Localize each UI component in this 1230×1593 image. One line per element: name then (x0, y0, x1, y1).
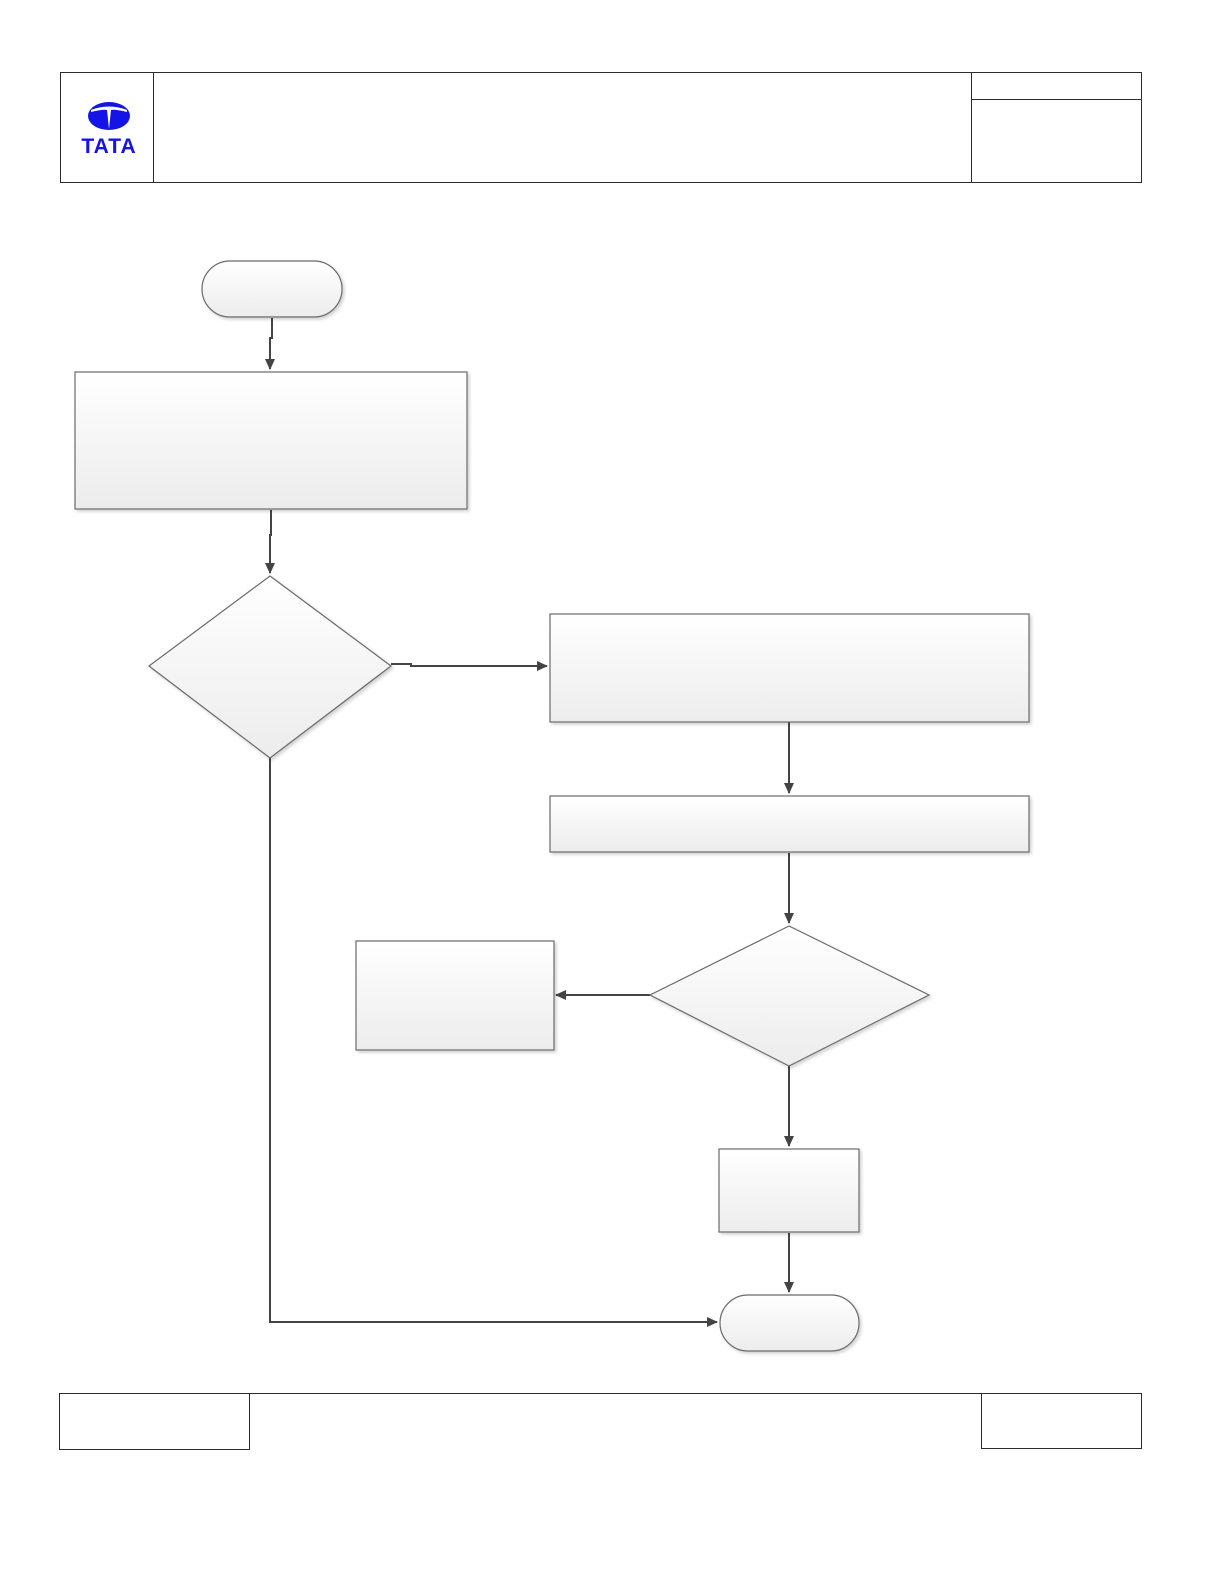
connector-start-to-process1 (265, 318, 275, 370)
process-box-2 (549, 613, 1030, 723)
logo-mark-t (91, 106, 127, 129)
header-right-top-cell (972, 73, 1141, 100)
decision-diamond-2 (648, 925, 931, 1067)
process-box-1 (74, 371, 468, 510)
tata-logo-icon: TATA (81, 102, 136, 157)
footer-divider (250, 1393, 981, 1394)
footer-right-cell (981, 1393, 1142, 1449)
decision-diamond-1 (148, 575, 392, 759)
end-terminator (719, 1294, 860, 1352)
logo-wordmark: TATA (81, 135, 136, 157)
document-header: TATA (60, 72, 1142, 183)
process-box-4 (355, 940, 555, 1051)
connector-decision1-to-end (269, 758, 718, 1327)
footer-left-cell (59, 1393, 250, 1450)
header-logo-cell: TATA (61, 73, 154, 182)
header-right-cell (971, 73, 1141, 182)
connector-process1-to-decision1 (265, 510, 275, 574)
start-terminator (201, 260, 343, 318)
process-box-5 (718, 1148, 860, 1233)
process-box-3 (549, 795, 1030, 853)
connector-decision1-to-process2 (391, 661, 548, 671)
